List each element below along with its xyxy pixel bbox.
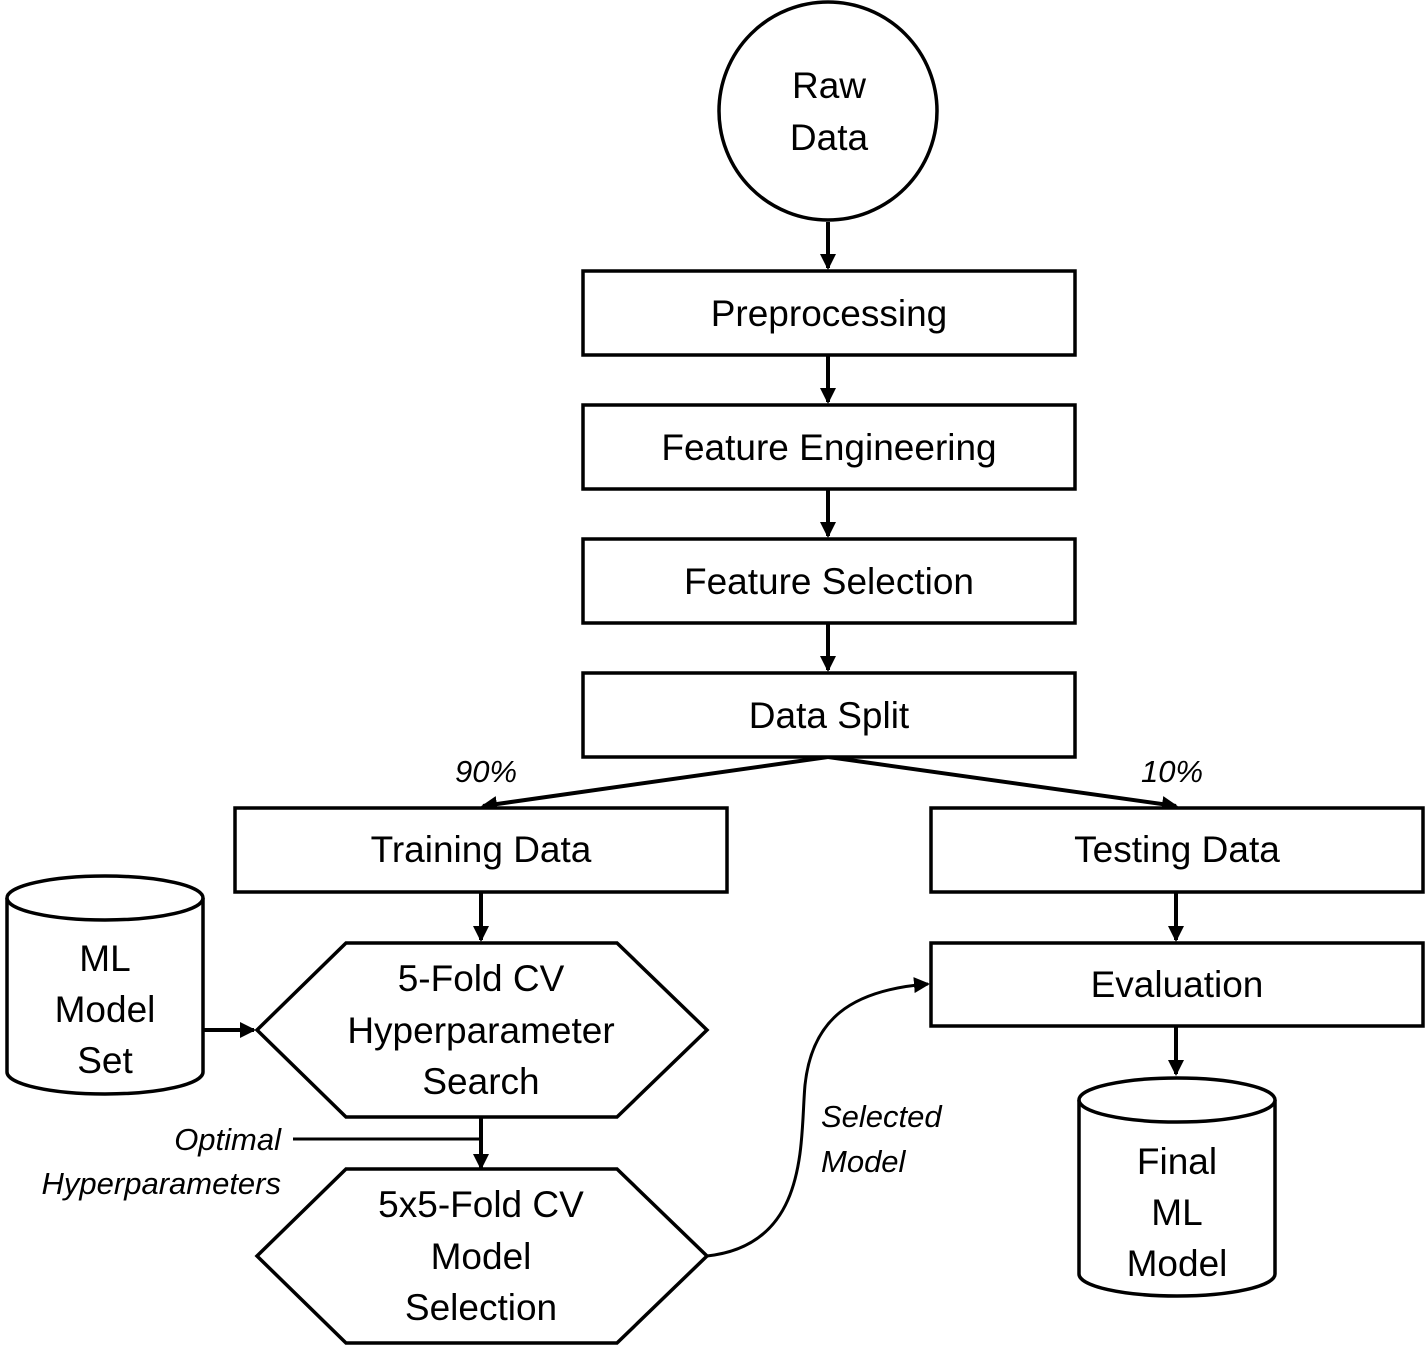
ml-model-set-label-line-3: Set	[77, 1040, 133, 1081]
edge-labels: 90% 10% Optimal Hyperparameters Selected…	[42, 754, 1204, 1201]
model-selection-label-line-3: Selection	[405, 1287, 557, 1328]
node-feature-engineering: Feature Engineering	[581, 403, 1077, 491]
node-cv-hyperparameter-search: 5-Fold CV Hyperparameter Search	[254, 941, 710, 1119]
node-testing-data: Testing Data	[929, 806, 1425, 894]
optimal-hyperparameters-label-line-2: Hyperparameters	[42, 1166, 281, 1201]
training-data-label: Training Data	[371, 829, 592, 870]
ml-model-set-label-line-1: ML	[79, 938, 130, 979]
hyperparameter-search-label-line-2: Hyperparameter	[347, 1010, 614, 1051]
feature-engineering-label: Feature Engineering	[661, 427, 996, 468]
node-cv-model-selection: 5x5-Fold CV Model Selection	[254, 1167, 710, 1345]
data-split-label: Data Split	[749, 695, 910, 736]
hyperparameter-search-label-line-1: 5-Fold CV	[398, 958, 565, 999]
hyperparameter-search-label-line-3: Search	[422, 1061, 539, 1102]
testing-data-label: Testing Data	[1074, 829, 1280, 870]
feature-selection-label: Feature Selection	[684, 561, 974, 602]
ml-model-set-label-line-2: Model	[55, 989, 156, 1030]
evaluation-label: Evaluation	[1091, 964, 1264, 1005]
training-split-label: 90%	[455, 754, 517, 789]
node-preprocessing: Preprocessing	[581, 269, 1077, 357]
optimal-hyperparameters-label-line-1: Optimal	[174, 1122, 282, 1157]
model-selection-label-line-2: Model	[431, 1236, 532, 1277]
raw-data-label-line-2: Data	[790, 117, 869, 158]
node-feature-selection: Feature Selection	[581, 537, 1077, 625]
node-training-data: Training Data	[233, 806, 729, 894]
final-ml-model-label-line-2: ML	[1151, 1192, 1202, 1233]
node-ml-model-set: ML Model Set	[5, 874, 205, 1096]
model-selection-label-line-1: 5x5-Fold CV	[378, 1184, 584, 1225]
edge-model-selection-to-evaluation	[706, 977, 930, 1258]
selected-model-label-line-1: Selected	[821, 1099, 943, 1134]
edge-data-split-to-training	[481, 755, 829, 812]
final-ml-model-label-line-3: Model	[1127, 1243, 1228, 1284]
testing-split-label: 10%	[1141, 754, 1203, 789]
edge-data-split-to-testing	[827, 755, 1178, 812]
selected-model-label-line-2: Model	[821, 1144, 907, 1179]
node-evaluation: Evaluation	[929, 941, 1425, 1028]
node-data-split: Data Split	[581, 671, 1077, 759]
final-ml-model-label-line-1: Final	[1137, 1141, 1217, 1182]
preprocessing-label: Preprocessing	[711, 293, 948, 334]
node-final-ml-model: Final ML Model	[1077, 1076, 1277, 1298]
node-raw-data: Raw Data	[717, 0, 939, 222]
edges	[204, 222, 1184, 1258]
raw-data-label-line-1: Raw	[792, 65, 866, 106]
